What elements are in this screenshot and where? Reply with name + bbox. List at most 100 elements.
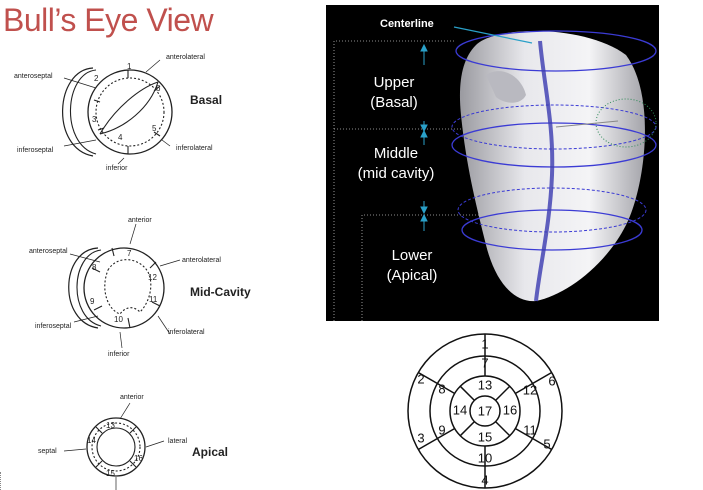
basal-divider xyxy=(153,131,161,137)
bullseye-segment-16: 16 xyxy=(503,402,517,417)
bullseye-segment-8: 8 xyxy=(438,381,445,396)
divider xyxy=(437,427,456,440)
apical-divider xyxy=(95,426,103,434)
bullseye-segment-1: 1 xyxy=(481,336,488,351)
apical-diagram: anterior septal lateral 13 14 15 16 Apic… xyxy=(38,394,228,490)
leader-line xyxy=(159,259,181,267)
segment-number: 8 xyxy=(92,263,97,272)
basal-outer-wall-inner xyxy=(69,69,97,155)
label-septal: septal xyxy=(38,448,57,455)
guide-line xyxy=(333,40,454,321)
basal-outer-ring xyxy=(87,69,173,155)
leader-line xyxy=(63,77,97,89)
leader-line xyxy=(145,440,165,448)
segment-number: 1 xyxy=(127,62,132,71)
mid-divider xyxy=(93,305,103,311)
segment-number: 6 xyxy=(156,84,161,93)
divider xyxy=(514,382,533,395)
bullseye-segment-10: 10 xyxy=(478,450,492,465)
guide-line xyxy=(361,214,486,321)
centerline-path xyxy=(534,40,555,302)
segment-number: 2 xyxy=(94,74,99,83)
basal-leaflet-2 xyxy=(99,81,159,135)
label-lower: Lower xyxy=(392,247,433,264)
basal-inner-ring xyxy=(95,77,165,147)
divider xyxy=(417,371,438,385)
label-inferolateral: inferolateral xyxy=(168,329,205,336)
label-upper-sub: (Basal) xyxy=(370,94,418,111)
bullseye-segment-12: 12 xyxy=(523,382,537,397)
label-anteroseptal: anteroseptal xyxy=(14,73,53,80)
arrow-head xyxy=(420,129,428,138)
label-middle: Middle xyxy=(374,145,418,162)
arrow-head xyxy=(420,43,428,52)
label-inferoseptal: inferoseptal xyxy=(17,147,54,154)
leader-line xyxy=(63,448,87,452)
label-anteroseptal: anteroseptal xyxy=(29,248,68,255)
apical-mid-ring xyxy=(91,422,141,472)
label-lateral: lateral xyxy=(168,438,188,445)
bullseye-segment-13: 13 xyxy=(478,377,492,392)
mid-divider xyxy=(151,301,161,307)
leader-line xyxy=(157,315,171,335)
leader-line xyxy=(119,331,123,349)
ring-lower-dashed xyxy=(457,187,647,233)
bullseye-segment-14: 14 xyxy=(453,402,467,417)
label-anterolateral: anterolateral xyxy=(182,257,221,264)
basal-divider xyxy=(93,99,101,103)
divider xyxy=(459,421,475,437)
radius-arrow xyxy=(555,120,619,128)
label-anterior: anterior xyxy=(128,217,152,224)
segment-number: 14 xyxy=(87,436,96,445)
leader-line xyxy=(119,402,131,420)
label-inferoseptal: inferoseptal xyxy=(35,323,72,330)
bullseye-segment-9: 9 xyxy=(438,422,445,437)
label-anterior: anterior xyxy=(120,394,144,401)
arrow-head xyxy=(420,124,428,133)
leader-line xyxy=(69,253,101,263)
basal-outer-wall xyxy=(62,67,94,157)
divider xyxy=(532,371,553,385)
section-title-mid-cavity: Mid-Cavity xyxy=(190,285,251,299)
label-centerline: Centerline xyxy=(380,18,434,30)
leader-line xyxy=(129,223,137,245)
section-title-apical: Apical xyxy=(192,445,228,459)
basal-divider xyxy=(97,127,105,131)
segment-number: 10 xyxy=(114,315,123,324)
ring-upper xyxy=(455,30,657,72)
leader-line xyxy=(161,139,171,147)
bullseye-chart: 1 2 3 4 5 6 7 8 9 10 11 12 13 14 15 16 1… xyxy=(407,333,563,489)
segment-number: 5 xyxy=(152,124,157,133)
label-inferior: inferior xyxy=(108,351,130,358)
heart-3d-panel: Centerline Upper (Basal) Middle (mid cav… xyxy=(326,5,659,321)
bullseye-segment-15: 15 xyxy=(478,429,492,444)
apical-divider xyxy=(129,426,137,434)
divider xyxy=(437,382,456,395)
leader-line xyxy=(73,315,99,323)
bullseye-center-ring xyxy=(469,395,501,427)
segment-number: 9 xyxy=(90,297,95,306)
arrow-head xyxy=(420,213,428,222)
apical-outer-ring xyxy=(86,417,146,477)
heart-shadow xyxy=(486,71,526,103)
mid-outer-wall-inner xyxy=(76,249,102,327)
section-title-basal: Basal xyxy=(190,93,222,107)
mid-divider xyxy=(91,267,101,273)
bullseye-segment-5: 5 xyxy=(543,436,550,451)
basal-divider xyxy=(153,85,161,92)
bullseye-segment-3: 3 xyxy=(417,430,424,445)
leader-line xyxy=(145,59,161,73)
apical-divider xyxy=(95,460,103,468)
mid-divider xyxy=(111,247,115,257)
bullseye-segment-6: 6 xyxy=(548,373,555,388)
label-anterolateral: anterolateral xyxy=(166,54,205,61)
segment-number: 4 xyxy=(118,133,123,142)
bullseye-segment-2: 2 xyxy=(417,371,424,386)
centerline-pointer xyxy=(453,26,533,44)
mid-outer-wall xyxy=(68,247,99,329)
mid-divider xyxy=(127,317,131,329)
apical-inner-ring xyxy=(96,427,136,467)
ring-lower xyxy=(461,209,643,251)
apical-divider xyxy=(129,460,137,468)
divider xyxy=(495,385,511,401)
